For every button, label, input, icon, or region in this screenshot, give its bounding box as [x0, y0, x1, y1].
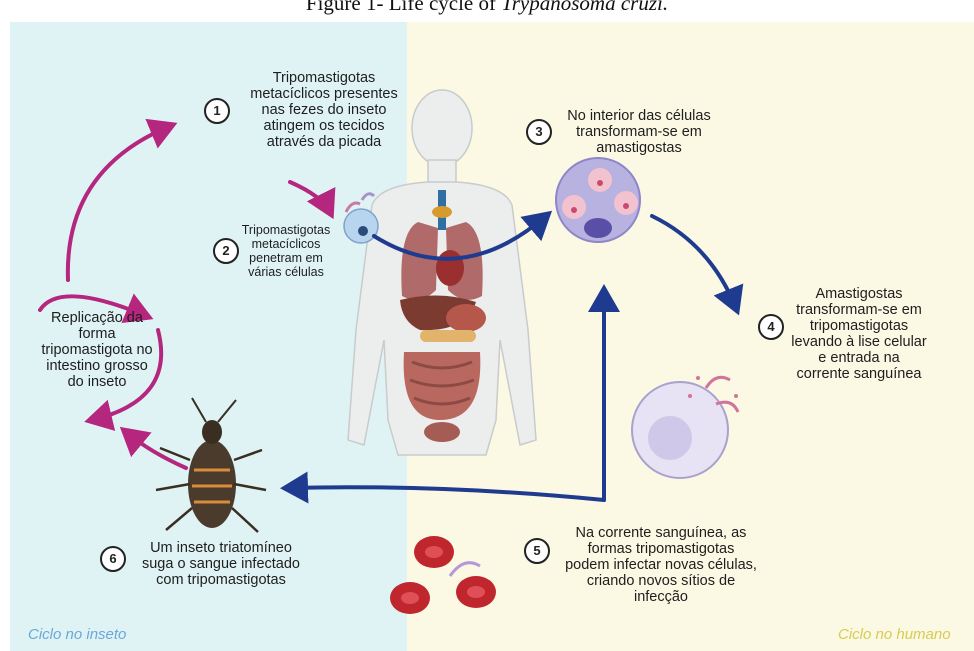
lysed-cell	[632, 376, 738, 478]
step-1-text: Tripomastigotas metacíclicos presentes n…	[236, 70, 412, 150]
step-3-text: No interior das células transformam-se e…	[556, 108, 722, 156]
insect-cycle-arrows	[40, 126, 330, 468]
step-6-text: Um inseto triatomíneo suga o sangue infe…	[132, 540, 310, 588]
step-4-text: Amastigostas transformam-se em tripomast…	[784, 286, 934, 382]
insect-cycle-label: Ciclo no inseto	[28, 626, 126, 643]
amastigote-cell	[556, 158, 640, 242]
red-blood-cells	[390, 536, 496, 614]
step-2-text: Tripomastigotas metacíclicos penetram em…	[236, 223, 336, 279]
replication-text: Replicação da forma tripomastigota no in…	[34, 310, 160, 390]
step-1-number: 1	[204, 98, 230, 124]
step-5-text: Na corrente sanguínea, as formas tripoma…	[552, 525, 770, 605]
step-6-number: 6	[100, 546, 126, 572]
step-5-number: 5	[524, 538, 550, 564]
human-cycle-label: Ciclo no humano	[838, 626, 974, 643]
step-3-number: 3	[526, 119, 552, 145]
step-4-number: 4	[758, 314, 784, 340]
triatomine-insect	[156, 398, 266, 532]
